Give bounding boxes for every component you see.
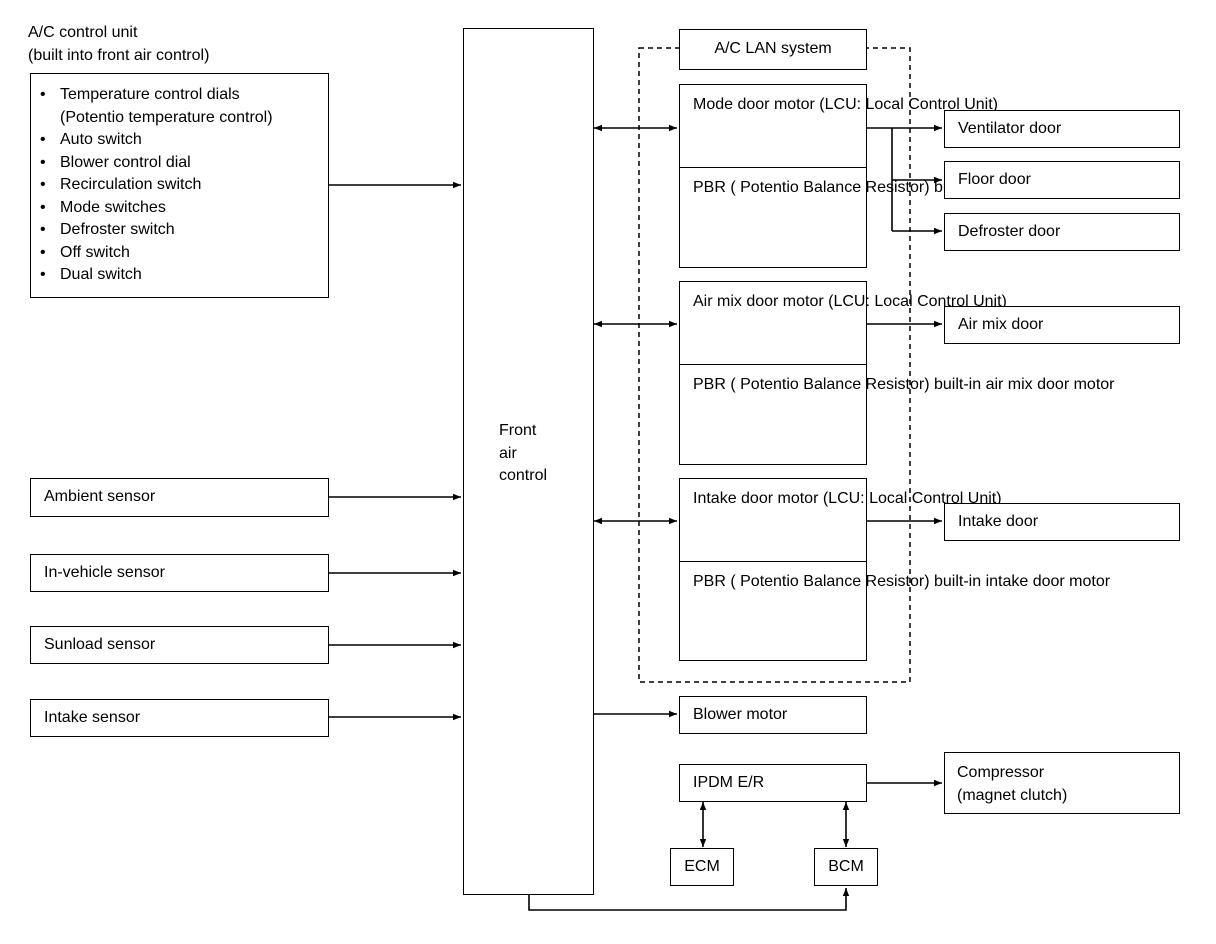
ambient-sensor-label: Ambient sensor bbox=[44, 488, 156, 506]
bcm-box: BCM bbox=[814, 848, 878, 886]
blower-motor-box: Blower motor bbox=[679, 696, 867, 734]
intake-sensor-box: Intake sensor bbox=[30, 699, 329, 737]
air-mix-door-motor-lcu: Air mix door motor (LCU: Local Control U… bbox=[693, 293, 1007, 310]
in-vehicle-sensor-box: In-vehicle sensor bbox=[30, 554, 329, 592]
control-unit-box: Temperature control dials (Potentio temp… bbox=[30, 73, 329, 298]
control-item-mode-switches: Mode switches bbox=[40, 197, 273, 220]
control-item-off-switch: Off switch bbox=[40, 242, 273, 265]
control-item-auto-switch: Auto switch bbox=[40, 129, 273, 152]
air-mix-door-box: Air mix door bbox=[944, 306, 1180, 344]
ecm-label: ECM bbox=[684, 857, 720, 875]
intake-door-motor-pbr: PBR ( Potentio Balance Resistor) built-i… bbox=[680, 561, 1110, 594]
ventilator-door-box: Ventilator door bbox=[944, 110, 1180, 148]
mode-door-motor-pbr: PBR ( Potentio Balance Resistor) built-i… bbox=[680, 167, 1107, 200]
defroster-door-box: Defroster door bbox=[944, 213, 1180, 251]
control-item-recirculation: Recirculation switch bbox=[40, 174, 273, 197]
compressor-label: Compressor (magnet clutch) bbox=[957, 764, 1068, 804]
front-air-control-line2: air bbox=[499, 444, 517, 462]
control-item-defroster: Defroster switch bbox=[40, 219, 273, 242]
air-mix-door-motor-box: Air mix door motor (LCU: Local Control U… bbox=[679, 281, 1115, 465]
control-item-dual-switch: Dual switch bbox=[40, 264, 273, 287]
in-vehicle-sensor-label: In-vehicle sensor bbox=[44, 563, 165, 581]
air-mix-door-label: Air mix door bbox=[958, 315, 1044, 333]
control-unit-list: Temperature control dials (Potentio temp… bbox=[40, 84, 273, 287]
control-item-temperature-dials: Temperature control dials bbox=[40, 84, 273, 107]
control-unit-title-line1: A/C control unit bbox=[28, 24, 138, 41]
front-air-control-box bbox=[463, 28, 594, 895]
defroster-door-label: Defroster door bbox=[958, 222, 1061, 240]
blower-motor-label: Blower motor bbox=[693, 705, 788, 723]
front-air-control-line1: Front bbox=[499, 422, 537, 439]
control-item-potentio: (Potentio temperature control) bbox=[60, 108, 273, 126]
intake-door-box: Intake door bbox=[944, 503, 1180, 541]
bcm-label: BCM bbox=[828, 857, 864, 875]
ipdm-box: IPDM E/R bbox=[679, 764, 867, 802]
intake-sensor-label: Intake sensor bbox=[44, 708, 141, 726]
floor-door-label: Floor door bbox=[958, 170, 1031, 188]
control-unit-title-line2: (built into front air control) bbox=[28, 46, 210, 64]
control-unit-title: A/C control unit (built into front air c… bbox=[28, 22, 209, 67]
ac-lan-label-box: A/C LAN system bbox=[679, 29, 867, 70]
floor-door-box: Floor door bbox=[944, 161, 1180, 199]
front-air-control-label: Front air control bbox=[499, 420, 547, 488]
wire-front-to-bcm bbox=[528, 888, 850, 911]
control-item-blower-dial: Blower control dial bbox=[40, 152, 273, 175]
intake-door-motor-lcu: Intake door motor (LCU: Local Control Un… bbox=[693, 490, 1002, 507]
ventilator-door-label: Ventilator door bbox=[958, 119, 1062, 137]
compressor-box: Compressor (magnet clutch) bbox=[944, 752, 1180, 814]
air-mix-door-motor-pbr: PBR ( Potentio Balance Resistor) built-i… bbox=[680, 364, 1115, 397]
ipdm-label: IPDM E/R bbox=[693, 773, 765, 791]
intake-door-label: Intake door bbox=[958, 512, 1039, 530]
mode-door-motor-box: Mode door motor (LCU: Local Control Unit… bbox=[679, 84, 1107, 268]
sunload-sensor-box: Sunload sensor bbox=[30, 626, 329, 664]
front-air-control-line3: control bbox=[499, 467, 548, 484]
mode-door-motor-lcu: Mode door motor (LCU: Local Control Unit… bbox=[693, 96, 999, 113]
ac-lan-label: A/C LAN system bbox=[714, 40, 832, 58]
sunload-sensor-label: Sunload sensor bbox=[44, 635, 156, 653]
ambient-sensor-box: Ambient sensor bbox=[30, 478, 329, 517]
intake-door-motor-box: Intake door motor (LCU: Local Control Un… bbox=[679, 478, 1110, 661]
ecm-box: ECM bbox=[670, 848, 734, 886]
